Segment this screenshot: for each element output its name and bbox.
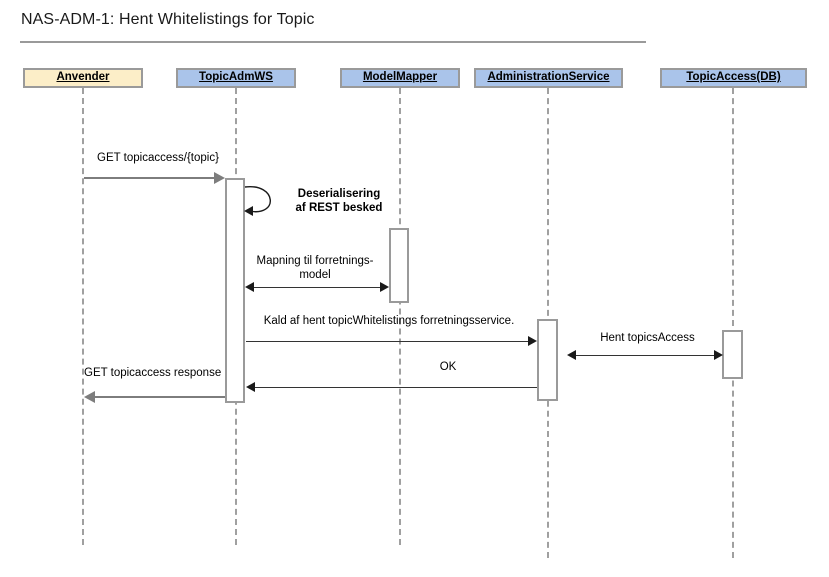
participant-topicadmws[interactable]: TopicAdmWS xyxy=(176,68,296,88)
message-label-m6: OK xyxy=(439,361,457,373)
participant-modelmapper[interactable]: ModelMapper xyxy=(340,68,460,88)
participant-label: TopicAdmWS xyxy=(199,71,273,84)
participant-topicaccess[interactable]: TopicAccess(DB) xyxy=(660,68,807,88)
page-title: NAS-ADM-1: Hent Whitelistings for Topic xyxy=(21,11,315,28)
self-message-loop-m2 xyxy=(244,186,271,213)
lifeline-modelmapper xyxy=(399,88,401,545)
participant-administrationservice[interactable]: AdministrationService xyxy=(474,68,623,88)
arrowhead-left-m6 xyxy=(246,382,255,392)
message-label-m5: Hent topicsAccess xyxy=(600,332,695,344)
message-line-m4 xyxy=(246,341,531,342)
message-line-m3 xyxy=(248,287,382,288)
message-label-m3-line1: Mapning til forretnings- xyxy=(256,255,374,267)
arrowhead-right-m5 xyxy=(714,350,723,360)
arrowhead-left-m2 xyxy=(244,206,253,216)
message-line-m5 xyxy=(570,355,716,356)
message-label-m4: Kald af hent topicWhitelistings forretni… xyxy=(263,315,515,327)
activation-bar-topicadmws xyxy=(225,178,245,403)
arrowhead-left-m5 xyxy=(567,350,576,360)
lifeline-topicaccess xyxy=(732,88,734,558)
arrowhead-right-m3 xyxy=(380,282,389,292)
message-label-m7: GET topicaccess response xyxy=(84,367,222,379)
participant-anvender[interactable]: Anvender xyxy=(23,68,143,88)
activation-bar-adminservice xyxy=(537,319,558,401)
activation-bar-topicaccess xyxy=(722,330,743,379)
message-label-m2-line1: Deserialisering xyxy=(297,188,381,200)
arrowhead-left-m7 xyxy=(84,391,95,403)
message-line-m7 xyxy=(95,396,225,398)
message-label-m1: GET topicaccess/{topic} xyxy=(97,152,219,164)
participant-label: ModelMapper xyxy=(362,71,438,84)
title-divider xyxy=(20,41,646,43)
arrowhead-right-m1 xyxy=(214,172,225,184)
participant-label: Anvender xyxy=(56,71,110,84)
participant-label: TopicAccess(DB) xyxy=(686,71,781,84)
message-label-m3-line2: model xyxy=(299,269,331,281)
participant-label: AdministrationService xyxy=(487,71,610,84)
arrowhead-left-m3 xyxy=(245,282,254,292)
arrowhead-right-m4 xyxy=(528,336,537,346)
message-line-m6 xyxy=(255,387,537,388)
activation-bar-modelmapper xyxy=(389,228,409,303)
message-line-m1 xyxy=(84,177,215,179)
message-label-m2-line2: af REST besked xyxy=(295,202,383,214)
lifeline-anvender xyxy=(82,88,84,545)
